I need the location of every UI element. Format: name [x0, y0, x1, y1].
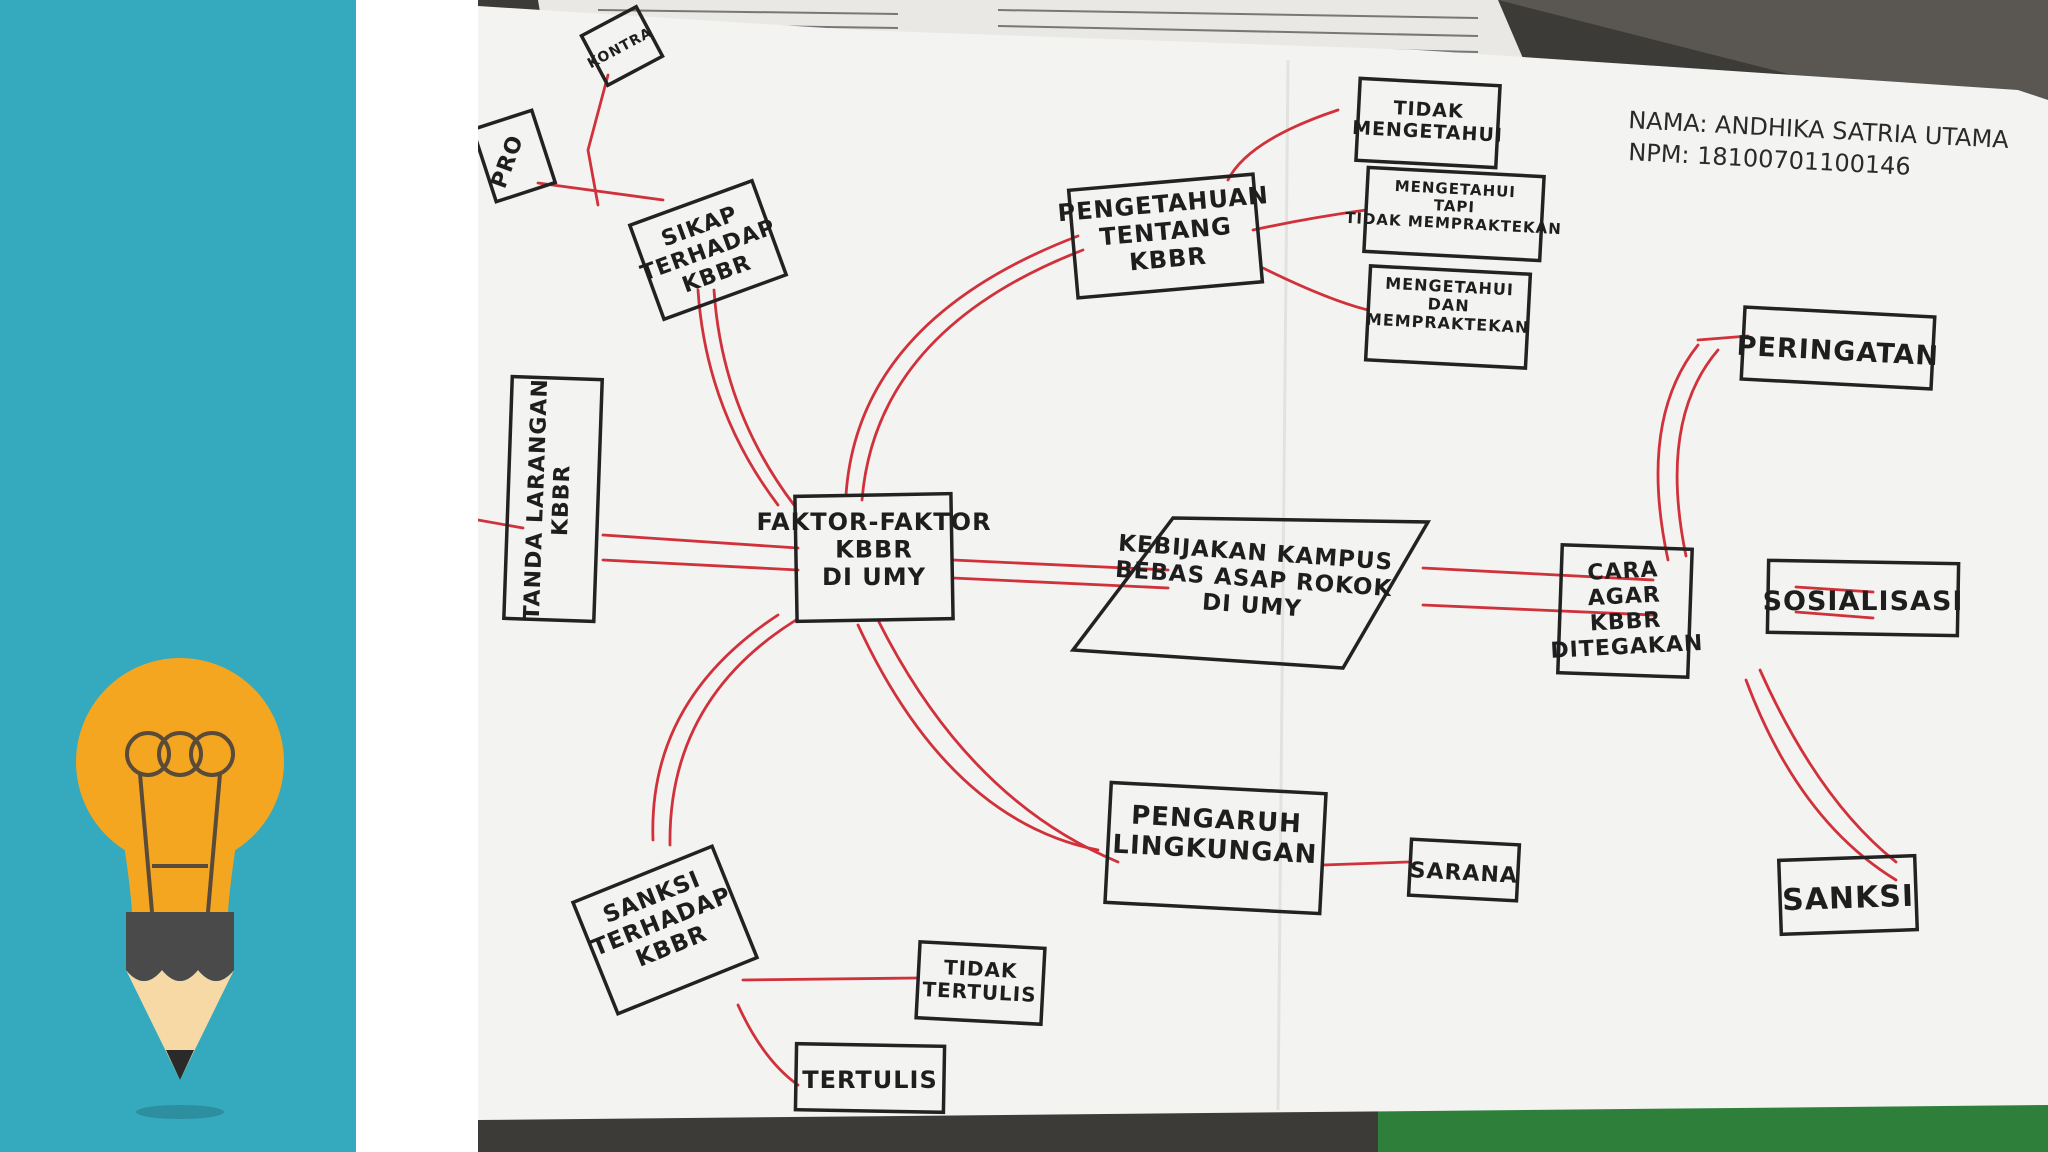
node-label-line: SANKSI	[1782, 879, 1915, 919]
node-label-line: KBBR	[1589, 608, 1662, 637]
node-label-line: FAKTOR-FAKTOR	[756, 508, 991, 536]
node-label-line: SOSIALISASI	[1763, 586, 1964, 617]
node-sarana: SARANA	[1406, 837, 1522, 903]
sidebar-panel	[0, 0, 356, 1152]
paper-fold	[1276, 59, 1290, 1111]
svg-text:TIDAKTERTULIS: TIDAKTERTULIS	[922, 954, 1039, 1007]
svg-text:SARANA: SARANA	[1409, 858, 1518, 889]
node-label-line: DAN	[1427, 294, 1470, 315]
node-label-line: TERTULIS	[922, 977, 1037, 1007]
connector-lines	[478, 73, 1898, 1087]
node-label-line: TIDAK	[1393, 97, 1465, 123]
node-label-line: KBBR	[548, 464, 575, 536]
node-label-line: DI UMY	[822, 563, 926, 591]
svg-text:KEBIJAKAN KAMPUSBEBAS ASAP ROK: KEBIJAKAN KAMPUSBEBAS ASAP ROKOKDI UMY	[1113, 530, 1396, 628]
node-tidak-tertulis: TIDAKTERTULIS	[914, 939, 1047, 1027]
node-label-line: AGAR	[1587, 582, 1661, 611]
node-label-line: TERTULIS	[802, 1066, 938, 1094]
lightbulb-pencil-icon	[76, 658, 284, 1119]
svg-text:SANKSI: SANKSI	[1782, 879, 1915, 919]
mind-map-photo: NAMA: ANDHIKA SATRIA UTAMA NPM: 18100701…	[478, 0, 2048, 1152]
node-label-line: SARANA	[1409, 858, 1518, 889]
node-label-line: CARA	[1587, 557, 1659, 586]
svg-text:SOSIALISASI: SOSIALISASI	[1763, 586, 1964, 617]
node-sanksi: SANKSI	[1776, 853, 1920, 937]
node-label-line: TAPI	[1433, 196, 1475, 216]
node-label-line: KBBR	[1128, 242, 1208, 277]
node-label-line: TIDAK	[943, 955, 1018, 983]
node-sosialisasi: SOSIALISASI	[1763, 558, 1964, 638]
node-tidak-mengetahui: TIDAKMENGETAHUI	[1352, 76, 1503, 170]
paper-sheet	[478, 6, 2048, 1120]
node-tertulis: TERTULIS	[793, 1041, 947, 1115]
node-central-policy: KEBIJAKAN KAMPUSBEBAS ASAP ROKOKDI UMY	[1069, 516, 1432, 670]
node-label-line: KBBR	[835, 536, 913, 564]
node-pengaruh: PENGARUHLINGKUNGAN	[1103, 780, 1328, 916]
svg-text:PENGARUHLINGKUNGAN: PENGARUHLINGKUNGAN	[1112, 800, 1320, 871]
svg-text:TERTULIS: TERTULIS	[802, 1066, 938, 1094]
